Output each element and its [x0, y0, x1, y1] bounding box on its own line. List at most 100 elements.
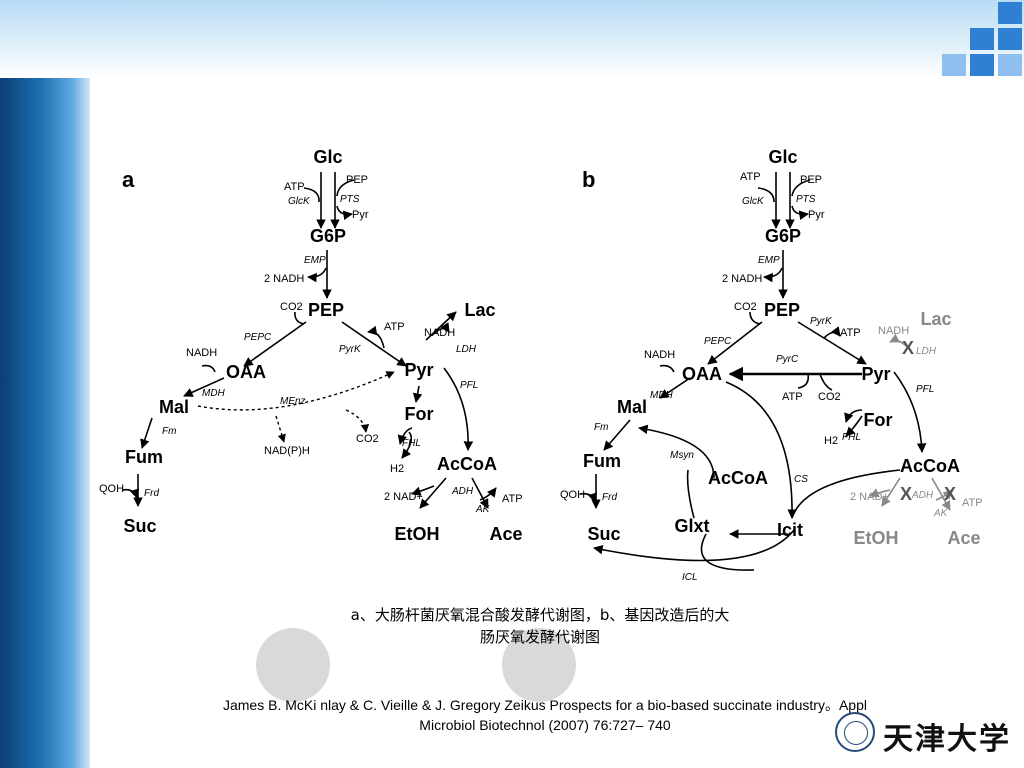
metabolite-oaa: OAA	[226, 362, 266, 382]
enzyme-icl-b: ICL	[682, 572, 698, 583]
cofactor-qoh-b: QOH	[560, 489, 585, 501]
metabolite-glc-b: Glc	[768, 147, 797, 167]
enzyme-glck-b: GlcK	[742, 196, 765, 207]
enzyme-pepc-b: PEPC	[704, 336, 732, 347]
citation: James B. McKi nlay & C. Vieille & J. Gre…	[140, 695, 950, 735]
enzyme-emp: EMP	[304, 255, 326, 266]
enzyme-glck: GlcK	[288, 196, 311, 207]
cofactor-2nad: 2 NAD+	[384, 491, 423, 503]
cofactor-atp-pyrk-b: ATP	[840, 327, 861, 339]
enzyme-fhl: FHL	[402, 438, 421, 449]
university-seal-icon	[835, 712, 875, 752]
enzyme-pyrk-b: PyrK	[810, 316, 833, 327]
enzyme-frd-b: Frd	[602, 492, 617, 503]
enzyme-mdh-b: MDH	[650, 390, 674, 401]
citation-line-2: Microbiol Biotechnol (2007) 76:727– 740	[419, 717, 671, 733]
cofactor-h2: H2	[390, 463, 404, 475]
enzyme-mdh: MDH	[202, 388, 226, 399]
cofactor-h2-b: H2	[824, 435, 838, 447]
enzyme-pfl: PFL	[460, 380, 478, 391]
metabolite-ace: Ace	[489, 524, 522, 544]
metabolite-mal-b: Mal	[617, 397, 647, 417]
cofactor-2nad-b: 2 NAD+	[850, 491, 889, 503]
metabolite-ace-b: Ace	[947, 528, 980, 548]
cofactor-pyr-b: Pyr	[808, 209, 825, 221]
enzyme-pts: PTS	[340, 194, 360, 205]
cofactor-nadh-mdh: NADH	[186, 347, 217, 359]
metabolite-icit-b: Icit	[777, 520, 803, 540]
citation-line-1: James B. McKi nlay & C. Vieille & J. Gre…	[222, 697, 867, 713]
enzyme-pepc: PEPC	[244, 332, 272, 343]
cofactor-co2-pyrc-b: CO2	[818, 391, 841, 403]
metabolite-for-b: For	[864, 410, 893, 430]
cofactor-qoh: QOH	[99, 483, 124, 495]
enzyme-ak-b: AK	[933, 508, 949, 519]
metabolite-accoa: AcCoA	[437, 454, 497, 474]
cofactor-nadh-mdh-b: NADH	[644, 349, 675, 361]
cofactor-co2-b: CO2	[734, 301, 757, 313]
cofactor-nadph: NAD(P)H	[264, 445, 310, 457]
enzyme-adh-b: ADH	[911, 490, 934, 501]
enzyme-pyrk: PyrK	[339, 344, 362, 355]
enzyme-cs-b: CS	[794, 474, 808, 485]
metabolite-glxt-b: Glxt	[674, 516, 709, 536]
metabolite-oaa-b: OAA	[682, 364, 722, 384]
cofactor-atp-b: ATP	[740, 171, 761, 183]
metabolite-etoh: EtOH	[395, 524, 440, 544]
cofactor-pep: PEP	[346, 174, 368, 186]
cofactor-nadh-ldh: NADH	[424, 327, 455, 339]
panel-a: a	[99, 147, 523, 544]
corner-squares-decoration	[940, 0, 1024, 80]
cofactor-atp-pyrk: ATP	[384, 321, 405, 333]
university-logo: 天津大学	[835, 708, 1015, 758]
metabolite-mal: Mal	[159, 397, 189, 417]
enzyme-frd: Frd	[144, 488, 159, 499]
university-name: 天津大学	[883, 722, 1011, 757]
cofactor-pep-b: PEP	[800, 174, 822, 186]
panel-b: b	[560, 147, 983, 583]
cofactor-nadh-ldh-b: NADH	[878, 325, 909, 337]
enzyme-ldh: LDH	[456, 344, 477, 355]
top-gradient-band	[0, 0, 1024, 78]
enzyme-menz: MEnz	[280, 396, 306, 407]
metabolite-g6p: G6P	[310, 226, 346, 246]
metabolite-fum-b: Fum	[583, 451, 621, 471]
metabolite-accoa-mid-b: AcCoA	[708, 468, 768, 488]
cofactor-pyr: Pyr	[352, 209, 369, 221]
caption-line-2: 肠厌氧发酵代谢图	[479, 628, 600, 646]
enzyme-pfl-b: PFL	[916, 384, 934, 395]
cofactor-atp-pyrc-b: ATP	[782, 391, 803, 403]
metabolite-fum: Fum	[125, 447, 163, 467]
metabolite-lac: Lac	[464, 300, 495, 320]
enzyme-pyrc-b: PyrC	[776, 354, 799, 365]
metabolite-pyr-b: Pyr	[861, 364, 890, 384]
metabolite-glc: Glc	[313, 147, 342, 167]
knockout-ldh: X	[902, 338, 914, 358]
enzyme-fm-b: Fm	[594, 422, 608, 433]
cofactor-2nadh: 2 NADH	[264, 273, 304, 285]
enzyme-ak: AK	[475, 504, 491, 515]
panel-a-label: a	[122, 167, 135, 192]
knockout-ak: X	[944, 484, 956, 504]
decorative-arc-right	[502, 628, 576, 702]
metabolite-suc-b: Suc	[587, 524, 620, 544]
cofactor-atp-ak: ATP	[502, 493, 523, 505]
metabolite-lac-b: Lac	[920, 309, 951, 329]
metabolic-pathway-figure: a	[94, 110, 1010, 598]
enzyme-fm: Fm	[162, 426, 176, 437]
metabolite-g6p-b: G6P	[765, 226, 801, 246]
caption-line-1: a、大肠杆菌厌氧混合酸发酵代谢图，b、基因改造后的大	[350, 606, 730, 624]
metabolite-pep: PEP	[308, 300, 344, 320]
left-gradient-bar	[0, 0, 90, 768]
enzyme-emp-b: EMP	[758, 255, 780, 266]
panel-b-label: b	[582, 167, 595, 192]
metabolite-accoa-b: AcCoA	[900, 456, 960, 476]
metabolite-pep-b: PEP	[764, 300, 800, 320]
enzyme-fhl-b: FHL	[842, 432, 861, 443]
metabolite-for: For	[405, 404, 434, 424]
metabolite-pyr: Pyr	[404, 360, 433, 380]
enzyme-pts-b: PTS	[796, 194, 816, 205]
cofactor-atp-ak-b: ATP	[962, 497, 983, 509]
enzyme-msyn-b: Msyn	[670, 450, 694, 461]
decorative-arc-left	[256, 628, 330, 702]
